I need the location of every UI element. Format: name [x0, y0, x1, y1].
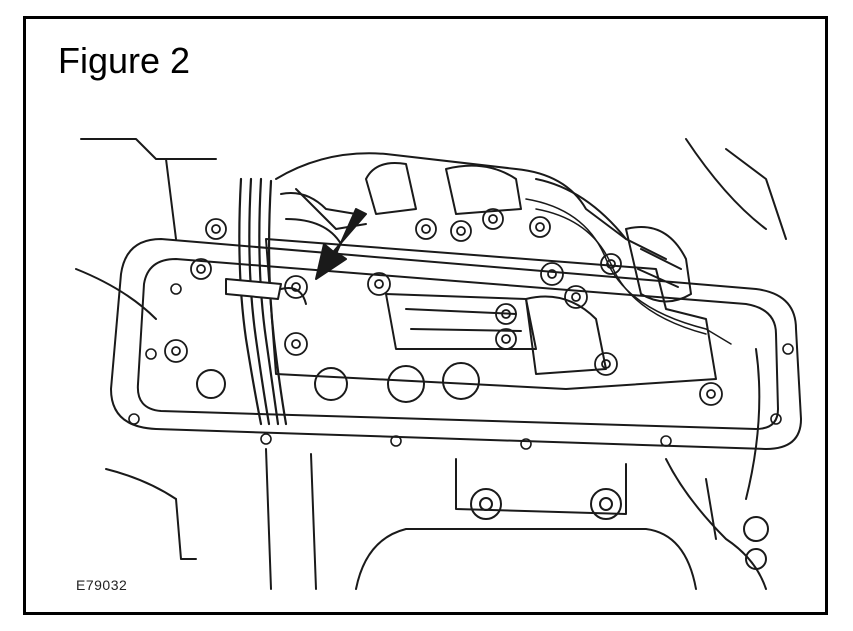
figure-title: Figure 2 — [58, 40, 191, 81]
transmission-valve-body-illustration — [75, 138, 802, 590]
figure-code: E79032 — [76, 577, 128, 593]
figure-frame: Figure 2 — [23, 16, 828, 615]
